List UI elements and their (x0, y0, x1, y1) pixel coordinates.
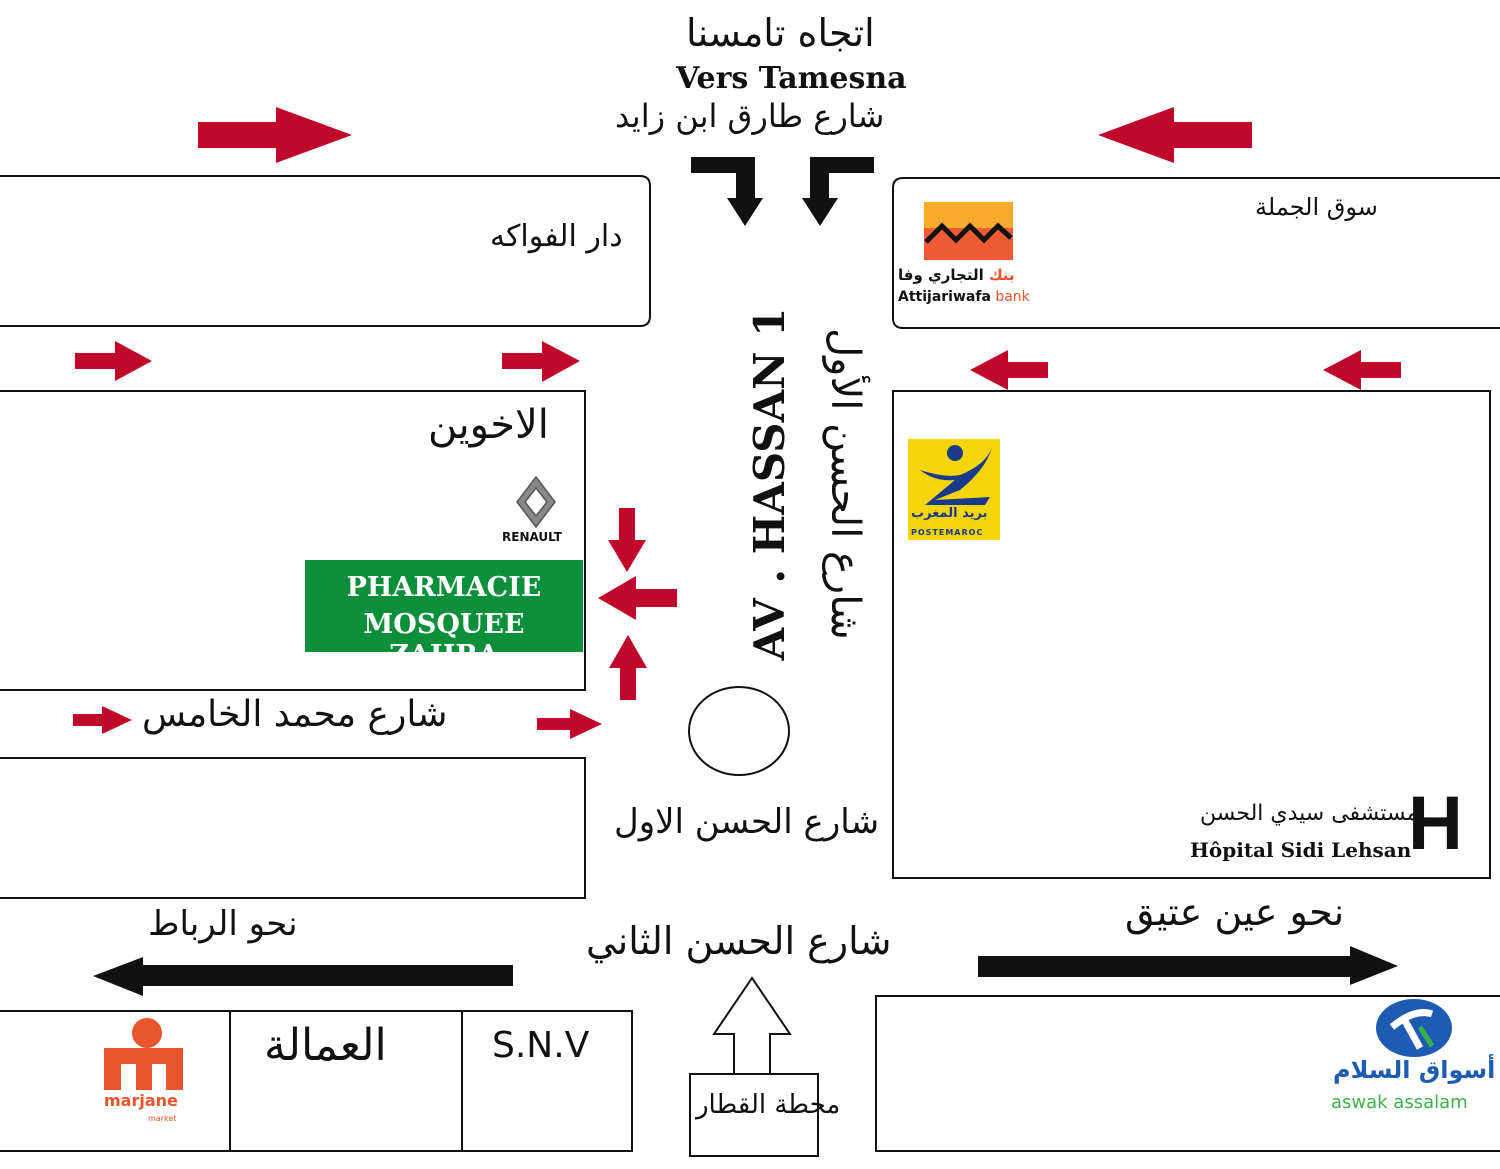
label-train-station: محطة القطار (696, 1090, 841, 1120)
red-arrow-left (1098, 107, 1252, 163)
aswak-logo-icon (1376, 999, 1452, 1057)
pharmacy-sign: PHARMACIE MOSQUEE ZAHRA (305, 560, 583, 671)
turn-arrow-down (691, 157, 763, 226)
block-souk-jomla (892, 177, 1500, 329)
red-arrow-left (970, 350, 1048, 390)
poste-maroc-ar: بريد المغرب (911, 506, 988, 521)
aswak-logo-fr: aswak assalam (1331, 1092, 1468, 1113)
block-bottom-right (875, 995, 1500, 1152)
black-arrow-right (978, 946, 1398, 985)
label-dar-fawakih: دار الفواكه (490, 219, 623, 254)
attijari-logo-text: Attijariwafa bank (898, 290, 1030, 304)
pharmacy-line1: PHARMACIE (346, 572, 542, 603)
label-souk-jomla: سوق الجملة (1255, 193, 1378, 221)
turn-arrow-down (802, 157, 874, 226)
marjane-logo-icon (104, 1048, 183, 1090)
renault-logo-icon (516, 475, 556, 529)
marjane-logo-subtext: market (148, 1114, 177, 1123)
hospital-fr: Hôpital Sidi Lehsan (1190, 838, 1412, 862)
block-bottom-left (0, 1010, 633, 1152)
aswak-logo-icon (1389, 1009, 1434, 1050)
red-arrow-left (1323, 350, 1401, 390)
poste-maroc-logo-icon (947, 445, 963, 461)
attijari-logo-text-ar: بنك التجاري وفا (898, 268, 1015, 283)
renault-logo-text: RENAULT (502, 530, 562, 544)
direction-rabat: نحو الرباط (148, 904, 298, 944)
red-arrow-down (608, 508, 646, 572)
label-snv: S.N.V (492, 1025, 590, 1066)
pharmacy-line2: MOSQUEE ZAHRA (363, 609, 525, 671)
block-train-station (689, 1073, 819, 1157)
direction-ain-atiq: نحو عين عتيق (1125, 890, 1345, 934)
roundabout (688, 686, 790, 776)
label-amala: العمالة (264, 1020, 387, 1071)
street-tariq-ibn-zayd: شارع طارق ابن زايد (615, 97, 885, 135)
train-direction-arrow (712, 976, 792, 1074)
block-lower-left (0, 757, 586, 899)
black-arrow-left (93, 957, 513, 996)
aswak-logo-icon (1417, 1025, 1435, 1048)
red-arrow-right (502, 341, 580, 382)
red-arrow-up (609, 635, 647, 700)
attijari-bank: bank (995, 289, 1030, 305)
hospital-h-icon: H (1408, 781, 1463, 866)
marjane-logo-icon (132, 1018, 162, 1048)
red-arrow-right (75, 341, 152, 381)
block-akhawayn (0, 390, 586, 691)
street-mohammed-5: شارع محمد الخامس (142, 694, 448, 735)
street-hassan-1: شارع الحسن الاول (614, 802, 880, 842)
block-dar-fawakih (0, 175, 651, 327)
block-hospital (892, 390, 1491, 879)
red-arrow-right (198, 107, 352, 163)
red-arrow-left (598, 576, 677, 620)
direction-tamesna-ar: اتجاه تامسنا (686, 11, 875, 55)
direction-tamesna-fr: Vers Tamesna (676, 61, 907, 96)
av-hassan-1-ar-label: شارع الحسن الأول (822, 328, 868, 640)
attijari-name: Attijariwafa (898, 289, 991, 305)
attijari-name-ar: التجاري وفا (898, 266, 984, 284)
red-arrow-right (73, 706, 132, 734)
aswak-logo-ar: أسواق السلام (1333, 1056, 1496, 1084)
hospital-ar: مستشفى سيدي الحسن (1200, 801, 1419, 826)
attijari-logo-icon (924, 222, 1013, 244)
street-hassan-2: شارع الحسن الثاني (586, 919, 892, 963)
attijari-bank-ar: بنك (988, 266, 1015, 284)
red-arrow-right (537, 709, 602, 739)
poste-maroc-logo-icon (920, 448, 992, 505)
av-hassan-1-label: AV . HASSAN 1 (745, 307, 794, 661)
label-akhawayn: الاخوين (428, 402, 549, 448)
marjane-logo-text: marjane (104, 1091, 178, 1110)
poste-maroc-fr: POSTEMAROC (911, 528, 984, 537)
